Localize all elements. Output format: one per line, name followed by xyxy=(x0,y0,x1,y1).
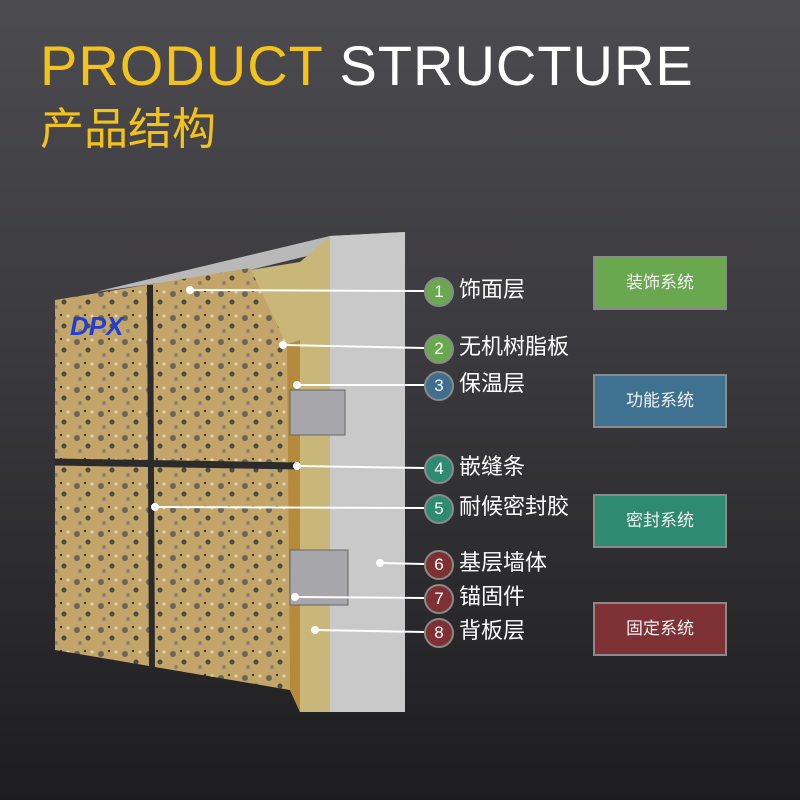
leader-lines xyxy=(151,286,425,634)
layer-badge-8: 8 xyxy=(424,618,454,648)
base-wall-side xyxy=(330,232,405,712)
layer-label-2: 无机树脂板 xyxy=(459,335,570,360)
layer-label-3: 保温层 xyxy=(459,372,526,397)
logo: DPX xyxy=(70,311,125,341)
title-product: PRODUCT xyxy=(40,34,323,97)
layer-badge-6: 6 xyxy=(424,550,454,580)
layer-label-8: 背板层 xyxy=(459,619,526,644)
anchor-bracket xyxy=(289,549,349,606)
layer-label-6: 基层墙体 xyxy=(459,551,548,576)
layer-label-5: 耐候密封胶 xyxy=(459,495,570,520)
page-title: PRODUCT STRUCTURE xyxy=(40,38,694,94)
page-subtitle: 产品结构 xyxy=(40,104,216,155)
system-function: 功能系统 xyxy=(593,374,727,428)
system-sealing: 密封系统 xyxy=(593,494,727,548)
layer-label-4: 嵌缝条 xyxy=(459,455,526,480)
horizontal-joint xyxy=(54,458,301,470)
layer-badge-3: 3 xyxy=(424,371,454,401)
anchor-bracket xyxy=(289,389,346,436)
vertical-joint xyxy=(147,284,155,669)
title-structure: STRUCTURE xyxy=(339,34,694,97)
layer-badge-2: 2 xyxy=(424,334,454,364)
system-decoration: 装饰系统 xyxy=(593,256,727,310)
layer-label-7: 锚固件 xyxy=(459,585,526,610)
layer-badge-5: 5 xyxy=(424,494,454,524)
layer-badge-1: 1 xyxy=(424,277,454,307)
layer-badge-7: 7 xyxy=(424,584,454,614)
layer-label-1: 饰面层 xyxy=(459,278,526,303)
system-fixing: 固定系统 xyxy=(593,602,727,656)
stone-panel xyxy=(55,268,290,690)
layer-badge-4: 4 xyxy=(424,454,454,484)
